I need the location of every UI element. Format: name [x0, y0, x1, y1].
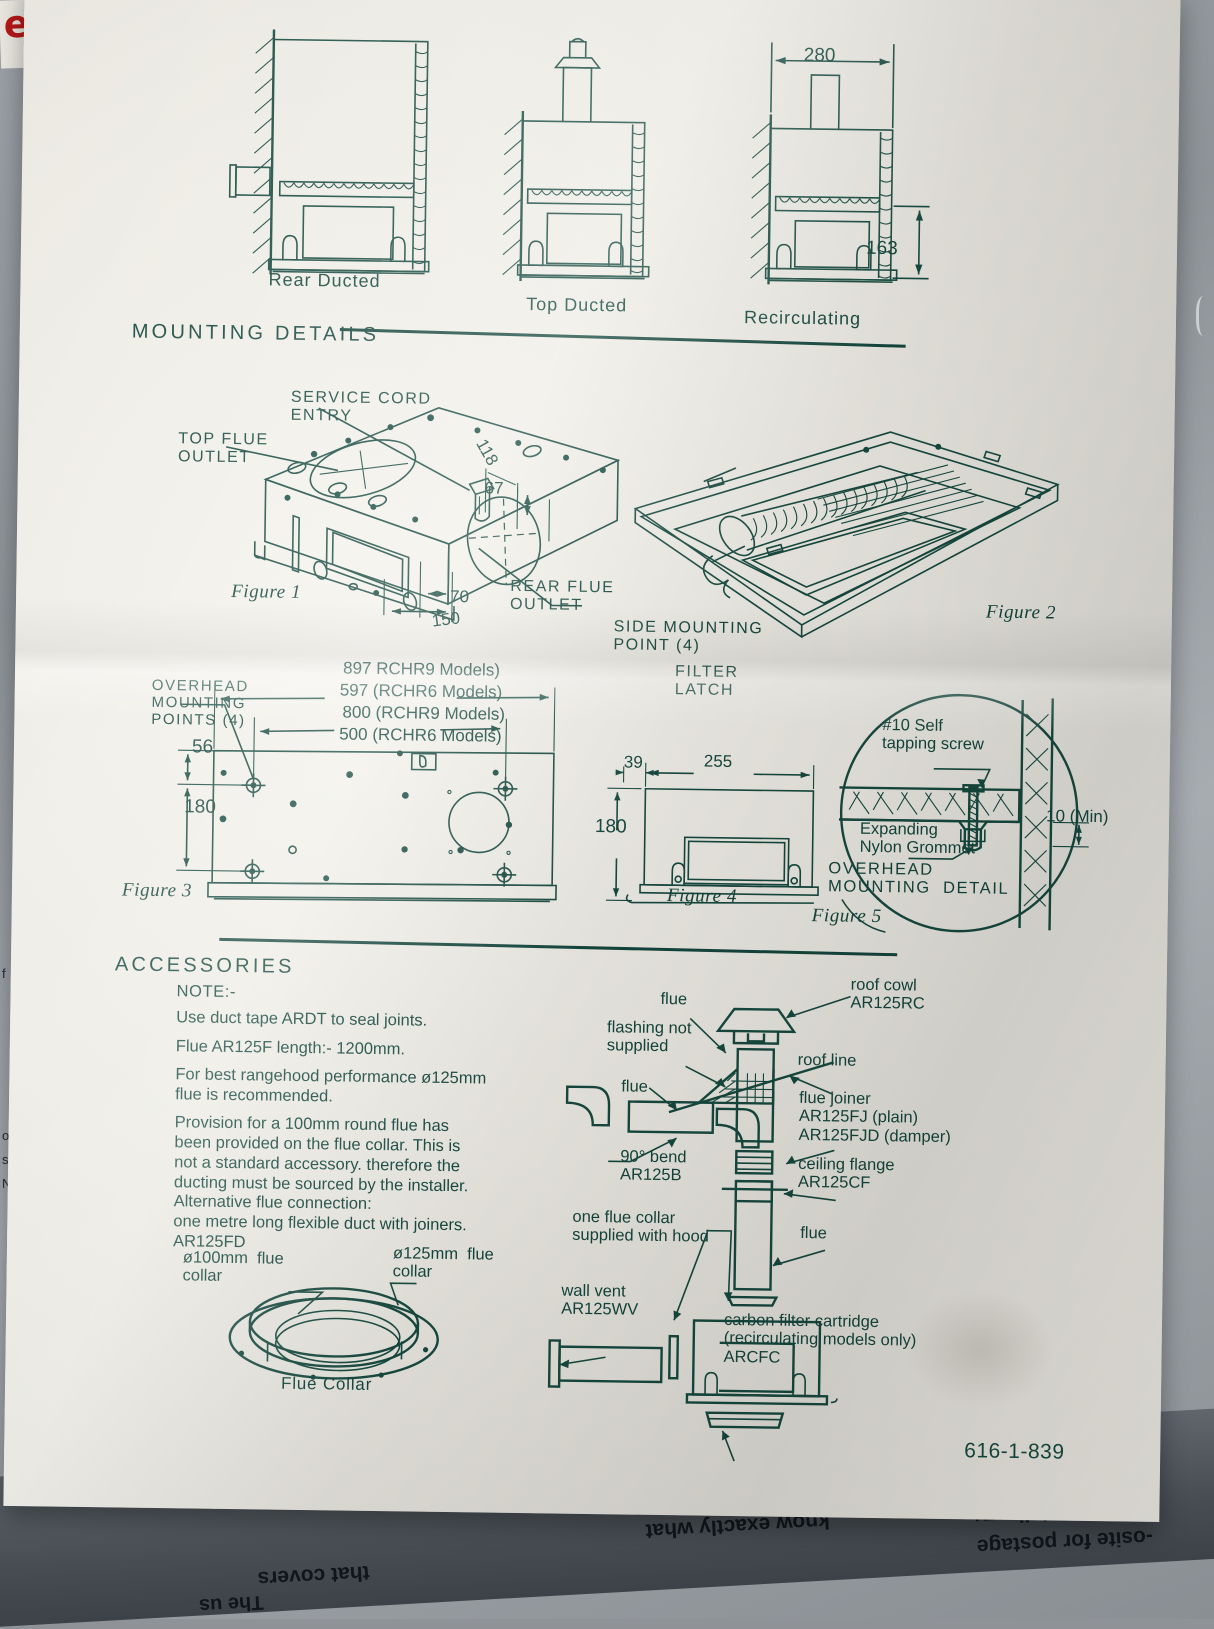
dim-inner-rchr6: 500 (RCHR6 Models) — [339, 724, 502, 746]
label-100mm-flue-collar: ø100mm flue collar — [182, 1248, 284, 1286]
caption-rear-ducted: Rear Ducted — [268, 269, 381, 292]
accessory-note-3: For best rangehood performance ø125mm fl… — [175, 1065, 487, 1106]
label-service-cord-entry: SERVICE CORD ENTRY — [290, 388, 432, 425]
page-heading-cut: NG OPTIONS — [204, 0, 372, 3]
backdrop-text-line5: The us — [198, 1591, 265, 1617]
label-flue-left: flue — [621, 1077, 649, 1096]
label-overhead-mounting-points: OVERHEAD MOUNTING POINTS (4) — [151, 676, 249, 729]
dim-outer-rchr9: 897 RCHR9 Models) — [342, 658, 501, 680]
accessory-note-2: Flue AR125F length:- 1200mm. — [175, 1037, 406, 1059]
label-overhead-mounting-detail: OVERHEAD MOUNTING DETAIL — [827, 859, 1010, 899]
instruction-sheet-page: NG OPTIONS — [3, 0, 1181, 1522]
rear-ducted-drawing — [228, 29, 430, 275]
paper-edge-curl — [1196, 296, 1214, 336]
dim-39: 39 — [623, 752, 643, 772]
label-flue-top: flue — [660, 989, 688, 1009]
dim-10-min: 10 (Min) — [1045, 806, 1109, 827]
figure5-caption: Figure 5 — [811, 905, 882, 928]
label-roof-cowl: roof cowl AR125RC — [850, 975, 925, 1014]
label-filter-latch: FILTER LATCH — [674, 663, 739, 699]
label-self-tapping-screw: #10 Self tapping screw — [881, 716, 985, 754]
label-rear-flue-outlet: REAR FLUE OUTLET — [509, 577, 615, 614]
accessory-note-1: Use duct tape ARDT to seal joints. — [176, 1008, 428, 1030]
section-title-accessories: ACCESSORIES — [114, 953, 295, 978]
figure1-caption: Figure 1 — [231, 580, 302, 603]
label-90-bend: 90° bend AR125B — [619, 1147, 687, 1185]
label-one-flue-collar: one flue collar supplied with hood — [572, 1207, 710, 1247]
label-flue-joiner: flue joiner AR125FJ (plain) AR125FJD (da… — [798, 1088, 951, 1146]
backdrop-text-line2: that covers — [257, 1561, 371, 1591]
label-wall-vent: wall vent AR125WV — [561, 1281, 639, 1320]
dim-inner-rchr9: 800 (RCHR9 Models) — [342, 702, 506, 724]
figure2-drawing — [615, 424, 1078, 670]
recirculating-drawing — [750, 42, 930, 285]
document-code: 616-1-839 — [964, 1439, 1065, 1464]
label-side-mounting-point: SIDE MOUNTING POINT (4) — [613, 618, 764, 655]
section-rule-1 — [339, 327, 906, 348]
flue-collar-drawing — [201, 1259, 483, 1403]
accessories-note-heading: NOTE:- — [176, 982, 237, 1002]
caption-recirculating: Recirculating — [743, 307, 862, 329]
dim-163: 163 — [865, 237, 898, 260]
label-roof-line: roof line — [797, 1050, 857, 1070]
backdrop-text-line4: -osite for postage — [976, 1525, 1154, 1559]
edge-mark-2: o — [2, 1128, 10, 1143]
label-carbon-filter-cartridge: carbon filter cartridge (recirculating m… — [723, 1310, 917, 1367]
caption-top-ducted: Top Ducted — [526, 294, 628, 316]
top-ducted-drawing — [502, 37, 650, 281]
label-ceiling-flange: ceiling flange AR125CF — [797, 1154, 895, 1193]
label-expanding-nylon-grommet: Expanding Nylon Grommet — [859, 819, 976, 858]
edge-mark-1: f — [2, 966, 6, 981]
label-top-flue-outlet: TOP FLUE OUTLET — [177, 430, 269, 467]
dim-180-fig4: 180 — [594, 816, 627, 838]
flue-assembly-drawing — [545, 958, 1011, 1462]
caption-flue-collar: Flue Collar — [280, 1373, 373, 1394]
figure5-drawing — [811, 687, 1104, 941]
dim-outer-rchr6: 597 (RCHR6 Models) — [339, 680, 503, 702]
dim-56: 56 — [191, 736, 214, 758]
figure4-drawing — [592, 736, 834, 909]
label-flashing-not-supplied: flashing not supplied — [606, 1018, 692, 1056]
edge-mark-3: s — [2, 1152, 9, 1167]
dim-280: 280 — [803, 44, 836, 67]
dim-70: 70 — [449, 587, 470, 607]
ducting-options-figures: 280 163 — [20, 16, 1180, 332]
accessory-note-4: Provision for a 100mm round flue has bee… — [173, 1113, 469, 1196]
section-rule-2 — [219, 937, 898, 957]
figure1-drawing — [16, 366, 639, 625]
dim-255: 255 — [703, 751, 733, 771]
figure2-caption: Figure 2 — [985, 601, 1057, 624]
label-flue-lower: flue — [800, 1223, 827, 1243]
figure3-drawing — [152, 658, 585, 914]
figure4-caption: Figure 4 — [666, 885, 738, 908]
figure3-caption: Figure 3 — [121, 879, 193, 902]
dim-180-fig3: 180 — [184, 796, 216, 818]
dim-67: 67 — [484, 478, 504, 498]
section-title-mounting-details: MOUNTING DETAILS — [131, 320, 380, 346]
edge-mark-4: N — [2, 1176, 12, 1191]
dim-150: 150 — [430, 608, 462, 631]
label-125mm-flue-collar: ø125mm flue collar — [392, 1244, 494, 1282]
